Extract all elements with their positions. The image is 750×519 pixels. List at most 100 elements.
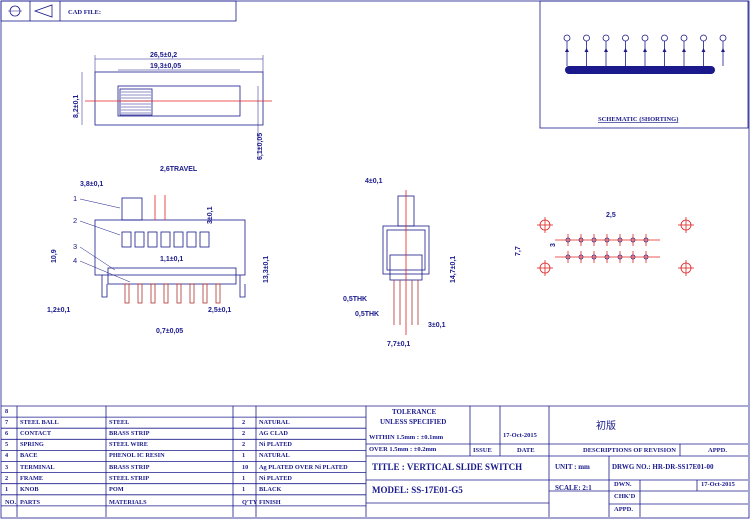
bom-row-qty: 1 xyxy=(242,485,246,493)
schematic-terminal-icon xyxy=(700,34,707,42)
schematic-terminal-icon xyxy=(583,34,590,42)
arrow-icon xyxy=(701,48,706,52)
arrow-icon xyxy=(643,48,647,52)
contact-window xyxy=(147,231,158,248)
tolerance-over: OVER 1.5mm : ±0.2mm xyxy=(369,446,437,453)
dim-pin-left: 1,2±0,1 xyxy=(47,307,70,314)
bom-header-parts: PARTS xyxy=(20,498,40,506)
bom-row-qty: 2 xyxy=(242,430,246,438)
bom-row-parts: BACE xyxy=(20,452,38,460)
arrow-icon xyxy=(565,48,569,52)
arrow-icon xyxy=(604,48,608,52)
callout-2: 2 xyxy=(73,216,77,225)
arrow-icon xyxy=(721,48,725,52)
side-view: 4±0,1 14,7±0,1 0,5THK 0,5THK 3±0,1 7,7±0… xyxy=(343,178,457,348)
terminal-pin xyxy=(137,283,143,304)
mounting-leg xyxy=(239,275,246,298)
dim-top-height: 8,2±0,1 xyxy=(73,95,80,118)
bom-row-qty: 1 xyxy=(242,452,246,460)
bom-row-no: 6 xyxy=(5,430,9,438)
front-view: 2,6TRAVEL 3,8±0,1 3±0,1 10,9 13,3±0,1 1,… xyxy=(47,166,270,335)
arrow-icon xyxy=(682,48,686,52)
bom-row-qty: 10 xyxy=(242,463,249,471)
dim-knob-width: 4±0,1 xyxy=(365,178,383,185)
contact-window xyxy=(134,231,145,248)
bom-row-parts: SPRING xyxy=(20,441,44,449)
dim-inner-length: 19,3±0,05 xyxy=(150,63,181,70)
dim-thickness-1: 0,5THK xyxy=(343,296,367,303)
dim-pcb-hole: 3 xyxy=(550,243,557,247)
revision-issue-label: ISSUE xyxy=(473,447,492,454)
projection-cone-icon xyxy=(33,4,53,18)
dim-pcb-pitch: 2,5 xyxy=(606,212,616,219)
bom-row-materials: BRASS STRIP xyxy=(109,430,150,438)
callout-4: 4 xyxy=(73,256,77,265)
bom-row-finish: Ni PLATED xyxy=(259,474,292,482)
dim-pin-width: 0,7±0,05 xyxy=(156,328,183,335)
revision-date-label: DATE xyxy=(517,447,535,454)
mounting-leg xyxy=(101,275,108,298)
bom-row-finish: NATURAL xyxy=(259,419,290,427)
contact-window xyxy=(160,231,171,248)
revision-first-issue: 初版 xyxy=(596,421,616,432)
bom-row-materials: STEEL STRIP xyxy=(109,474,150,482)
drawing-title: TITLE : VERTICAL SLIDE SWITCH xyxy=(372,462,523,472)
callout-1: 1 xyxy=(73,194,77,203)
bom-row-no: 4 xyxy=(5,452,9,460)
appd-label: APPD. xyxy=(614,506,633,513)
bom-row-materials: STEEL xyxy=(109,419,130,427)
dim-pitch-top: 1,1±0,1 xyxy=(160,256,183,263)
bom-row-materials: BRASS STRIP xyxy=(109,463,150,471)
contact-window xyxy=(199,231,210,248)
schematic-terminal-icon xyxy=(719,34,727,42)
arrow-icon xyxy=(584,48,589,52)
terminal-pin xyxy=(189,283,195,304)
terminal-pin xyxy=(163,283,169,304)
dim-travel: 2,6TRAVEL xyxy=(160,166,198,173)
shorting-bar xyxy=(565,66,715,74)
drawing-number: DRWG NO.: HR-DR-SS17E01-00 xyxy=(612,463,714,471)
terminal-pin xyxy=(215,283,221,304)
bom-row-materials: STEEL WIRE xyxy=(109,441,148,449)
revision-appd-label: APPD. xyxy=(708,447,727,454)
dim-pcb-row: 7,7 xyxy=(515,246,522,256)
bom-row-qty: 1 xyxy=(242,474,246,482)
contact-window xyxy=(121,231,132,248)
schematic-terminal-icon xyxy=(622,34,629,42)
bom-row-materials: PHENOL IC RESIN xyxy=(109,452,165,460)
top-view: 26,5±0,2 19,3±0,05 8,2±0,1 6,1±0,05 xyxy=(73,52,272,160)
bom-row-finish: NATURAL xyxy=(259,452,290,460)
bom-row-no: 1 xyxy=(5,485,9,493)
drawing-model: MODEL: SS-17E01-G5 xyxy=(372,485,463,495)
bom-row-no: 5 xyxy=(5,441,9,449)
schematic-title: SCHEMATIC (SHORTING) xyxy=(598,116,678,123)
bom-row-qty: 2 xyxy=(242,419,246,427)
bom-row-parts: STEEL BALL xyxy=(20,419,59,427)
revision-date: 17-Oct-2015 xyxy=(503,432,537,439)
bom-table xyxy=(1,405,367,517)
bom-header-no: NO. xyxy=(5,498,17,506)
dim-depth: 6,1±0,05 xyxy=(257,133,264,160)
bom-row-qty: 2 xyxy=(242,441,246,449)
bom-row-parts: TERMINAL xyxy=(20,463,55,471)
dim-body-height: 10,9 xyxy=(51,249,58,263)
cad-file-label: CAD FILE: xyxy=(68,9,101,16)
terminal-pin xyxy=(124,283,130,304)
contact-window xyxy=(173,231,184,248)
bom-row-finish: Ag PLATED OVER Ni PLATED xyxy=(259,463,348,471)
bom-header-materials: MATERIALS xyxy=(109,498,147,506)
arrow-icon xyxy=(662,48,667,52)
pcb-layout: 2,5 7,7 3 xyxy=(515,212,694,276)
bom-row-finish: AG CLAD xyxy=(259,430,288,438)
drawing-scale: SCALE: 2:1 xyxy=(555,484,592,492)
schematic-panel: SCHEMATIC (SHORTING) xyxy=(539,0,749,129)
tolerance-within: WITHIN 1.5mm : ±0.1mm xyxy=(369,434,444,441)
callout-3: 3 xyxy=(73,242,77,251)
dim-pin-right: 2,5±0,1 xyxy=(208,307,231,314)
bom-row-parts: KNOB xyxy=(20,485,39,493)
bom-row-no: 7 xyxy=(5,419,9,427)
contact-window xyxy=(186,231,197,248)
schematic-terminal-icon xyxy=(602,34,610,42)
revision-desc-label: DESCRIPTIONS OF REVISION xyxy=(583,447,676,454)
